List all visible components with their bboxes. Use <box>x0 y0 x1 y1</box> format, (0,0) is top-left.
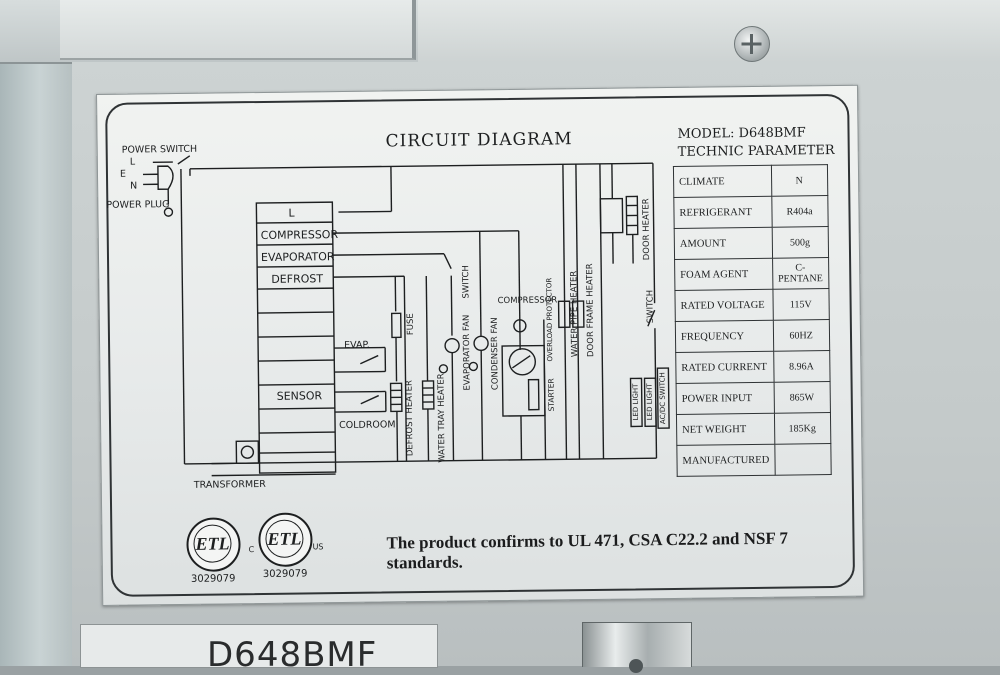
controller-row-evaporator: EVAPORATOR <box>261 250 335 264</box>
controller-row-sensor: SENSOR <box>277 389 323 403</box>
etl-mark-text: ETL <box>193 524 231 562</box>
defrost-heater-label: DEFROST HEATER <box>405 380 416 456</box>
parameter-label: RATED CURRENT <box>676 351 774 383</box>
led-light-2-label: LED LIGHT <box>646 383 654 420</box>
led-light-1-label: LED LIGHT <box>632 384 640 421</box>
starter-label: STARTER <box>547 378 556 411</box>
power-switch-label: POWER SWITCH <box>122 144 198 156</box>
line-n-label: N <box>130 181 137 192</box>
door-frame-heater-label: DOOR FRAME HEATER <box>585 263 596 357</box>
cert-c-label: C <box>249 545 255 554</box>
etl-mark-text: ETL <box>265 520 303 558</box>
water-pipe-heater-label: WATER PIPE HEATER <box>569 271 580 358</box>
parameter-label: AMOUNT <box>674 227 772 259</box>
screw-icon <box>734 26 770 62</box>
cert-us-label: US <box>312 542 323 551</box>
parameter-value: C-PENTANE <box>772 258 828 290</box>
left-wall <box>0 0 75 666</box>
parameter-value <box>775 444 831 476</box>
upper-cover-panel <box>60 0 416 60</box>
model-name-text: D648BMF <box>207 635 377 675</box>
certificate-number-2: 3029079 <box>263 568 308 580</box>
fuse-label: FUSE <box>406 313 416 335</box>
evap-sensor-label: EVAP. <box>344 340 370 351</box>
parameter-value: 8.96A <box>773 351 829 383</box>
controller-row-l: L <box>288 207 294 220</box>
coldroom-sensor-label: COLDROOM <box>339 419 396 431</box>
ac-dc-switch-label: AC/DC SWITCH <box>658 372 667 424</box>
hinge-hole <box>629 659 643 673</box>
specification-plate: CIRCUIT DIAGRAM MODEL: D648BMF TECHNIC P… <box>96 85 864 606</box>
parameter-label: REFRIGERANT <box>674 196 772 228</box>
table-row: MANUFACTURED <box>677 444 831 477</box>
parameter-label: RATED VOLTAGE <box>675 289 773 321</box>
parameter-label: NET WEIGHT <box>676 413 774 445</box>
parameter-label: CLIMATE <box>673 165 771 197</box>
certificate-number-1: 3029079 <box>191 573 236 585</box>
evaporator-switch-label: SWITCH <box>461 265 471 298</box>
standards-statement: The product confirms to UL 471, CSA C22.… <box>386 528 862 574</box>
line-e-label: E <box>120 169 126 180</box>
parameter-value: 500g <box>772 227 828 259</box>
controller-row-compressor: COMPRESSOR <box>261 228 338 242</box>
parameter-label: FREQUENCY <box>675 320 773 352</box>
parameter-label: POWER INPUT <box>676 382 774 414</box>
parameter-value: 185Kg <box>774 413 830 445</box>
parameter-value: 865W <box>774 382 830 414</box>
parameter-value: N <box>771 165 827 197</box>
model-name-plate: D648BMF <box>80 624 438 668</box>
parameter-value: R404a <box>772 196 828 228</box>
parameter-label: MANUFACTURED <box>677 444 775 476</box>
overload-protector-label: OVERLOAD PROTECTOR <box>545 278 554 362</box>
parameter-label: FOAM AGENT <box>675 258 773 290</box>
light-switch-label: SWITCH <box>645 290 655 323</box>
condenser-fan-label: CONDENSER FAN <box>490 317 501 390</box>
line-l-label: L <box>130 157 135 168</box>
parameter-value: 60HZ <box>773 320 829 352</box>
water-tray-heater-label: WATER TRAY HEATER <box>436 373 447 463</box>
power-plug-label: POWER PLUG <box>106 199 169 211</box>
controller-row-defrost: DEFROST <box>271 272 323 286</box>
evaporator-fan-label: EVAPORATOR FAN <box>462 315 473 391</box>
door-hinge <box>582 622 692 667</box>
door-heater-label: DOOR HEATER <box>641 198 652 260</box>
transformer-label: TRANSFORMER <box>194 479 266 491</box>
parameter-value: 115V <box>773 289 829 321</box>
